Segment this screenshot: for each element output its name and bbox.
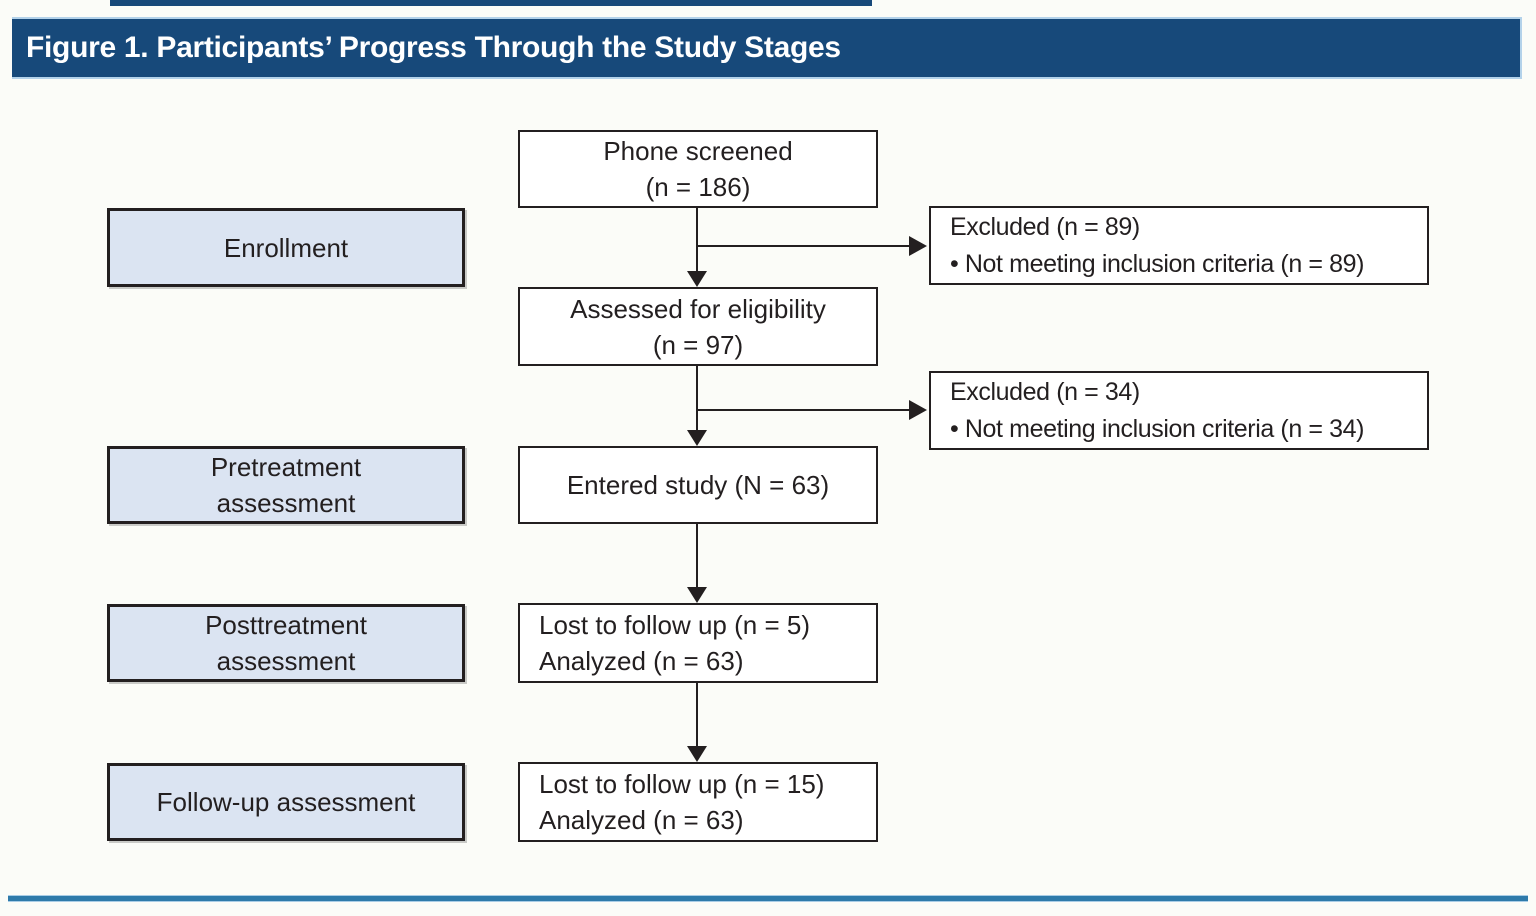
arrow-right-icon [909, 400, 927, 420]
stage-box-pretreatment: Pretreatment assessment [107, 446, 465, 524]
posttreatment-outcome-line1: Lost to follow up (n = 5) [539, 610, 810, 640]
phone-screened-line2: (n = 186) [645, 172, 751, 202]
excluded2-line2: • Not meeting inclusion criteria (n = 34… [950, 414, 1365, 443]
stage-followup-label: Follow-up assessment [156, 787, 416, 817]
stage-pretreatment-line1: Pretreatment [210, 452, 362, 482]
connector-entered-to-posttreatment [696, 524, 698, 587]
stage-box-enrollment: Enrollment [107, 208, 465, 287]
excluded-box-1: Excluded (n = 89) • Not meeting inclusio… [929, 206, 1429, 285]
arrow-down-icon [687, 271, 707, 287]
entered-study-line1: Entered study (N = 63) [566, 470, 830, 500]
assessed-line1: Assessed for eligibility [570, 293, 826, 324]
stage-pretreatment-line2: assessment [216, 488, 356, 518]
bottom-rule [8, 895, 1528, 902]
excluded2-line1: Excluded (n = 34) [950, 377, 1140, 406]
connector-posttreatment-to-followup [696, 683, 698, 746]
arrow-down-icon [687, 746, 707, 762]
assessed-line2: (n = 97) [652, 329, 744, 360]
cropped-top-edge-bar [110, 0, 872, 6]
stage-enrollment-label: Enrollment [223, 232, 349, 263]
figure-title: Figure 1. Participants’ Progress Through… [26, 31, 841, 64]
connector-assessed-to-entered [696, 366, 698, 430]
arrow-down-icon [687, 587, 707, 603]
phone-screened-line1: Phone screened [603, 136, 793, 166]
figure-title-bar: Figure 1. Participants’ Progress Through… [12, 17, 1522, 79]
followup-outcome-line2: Analyzed (n = 63) [539, 805, 744, 835]
excluded1-line2: • Not meeting inclusion criteria (n = 89… [950, 249, 1365, 278]
flow-box-entered-study: Entered study (N = 63) [518, 446, 878, 524]
excluded1-line1: Excluded (n = 89) [950, 212, 1140, 241]
flow-box-posttreatment-outcome: Lost to follow up (n = 5) Analyzed (n = … [518, 603, 878, 683]
flow-box-phone-screened: Phone screened (n = 186) [518, 130, 878, 208]
connector-phone-to-assessed [696, 208, 698, 271]
connector-branch-excluded-1 [697, 245, 909, 247]
posttreatment-outcome-line2: Analyzed (n = 63) [539, 646, 744, 676]
stage-posttreatment-line2: assessment [216, 646, 356, 676]
arrow-down-icon [687, 430, 707, 446]
flow-box-followup-outcome: Lost to follow up (n = 15) Analyzed (n =… [518, 762, 878, 842]
followup-outcome-line1: Lost to follow up (n = 15) [539, 769, 825, 799]
connector-branch-excluded-2 [697, 409, 909, 411]
stage-box-followup: Follow-up assessment [107, 763, 465, 841]
stage-posttreatment-line1: Posttreatment [205, 610, 367, 640]
arrow-right-icon [909, 236, 927, 256]
stage-box-posttreatment: Posttreatment assessment [107, 604, 465, 682]
excluded-box-2: Excluded (n = 34) • Not meeting inclusio… [929, 371, 1429, 450]
flow-box-assessed-eligibility: Assessed for eligibility (n = 97) [518, 287, 878, 366]
